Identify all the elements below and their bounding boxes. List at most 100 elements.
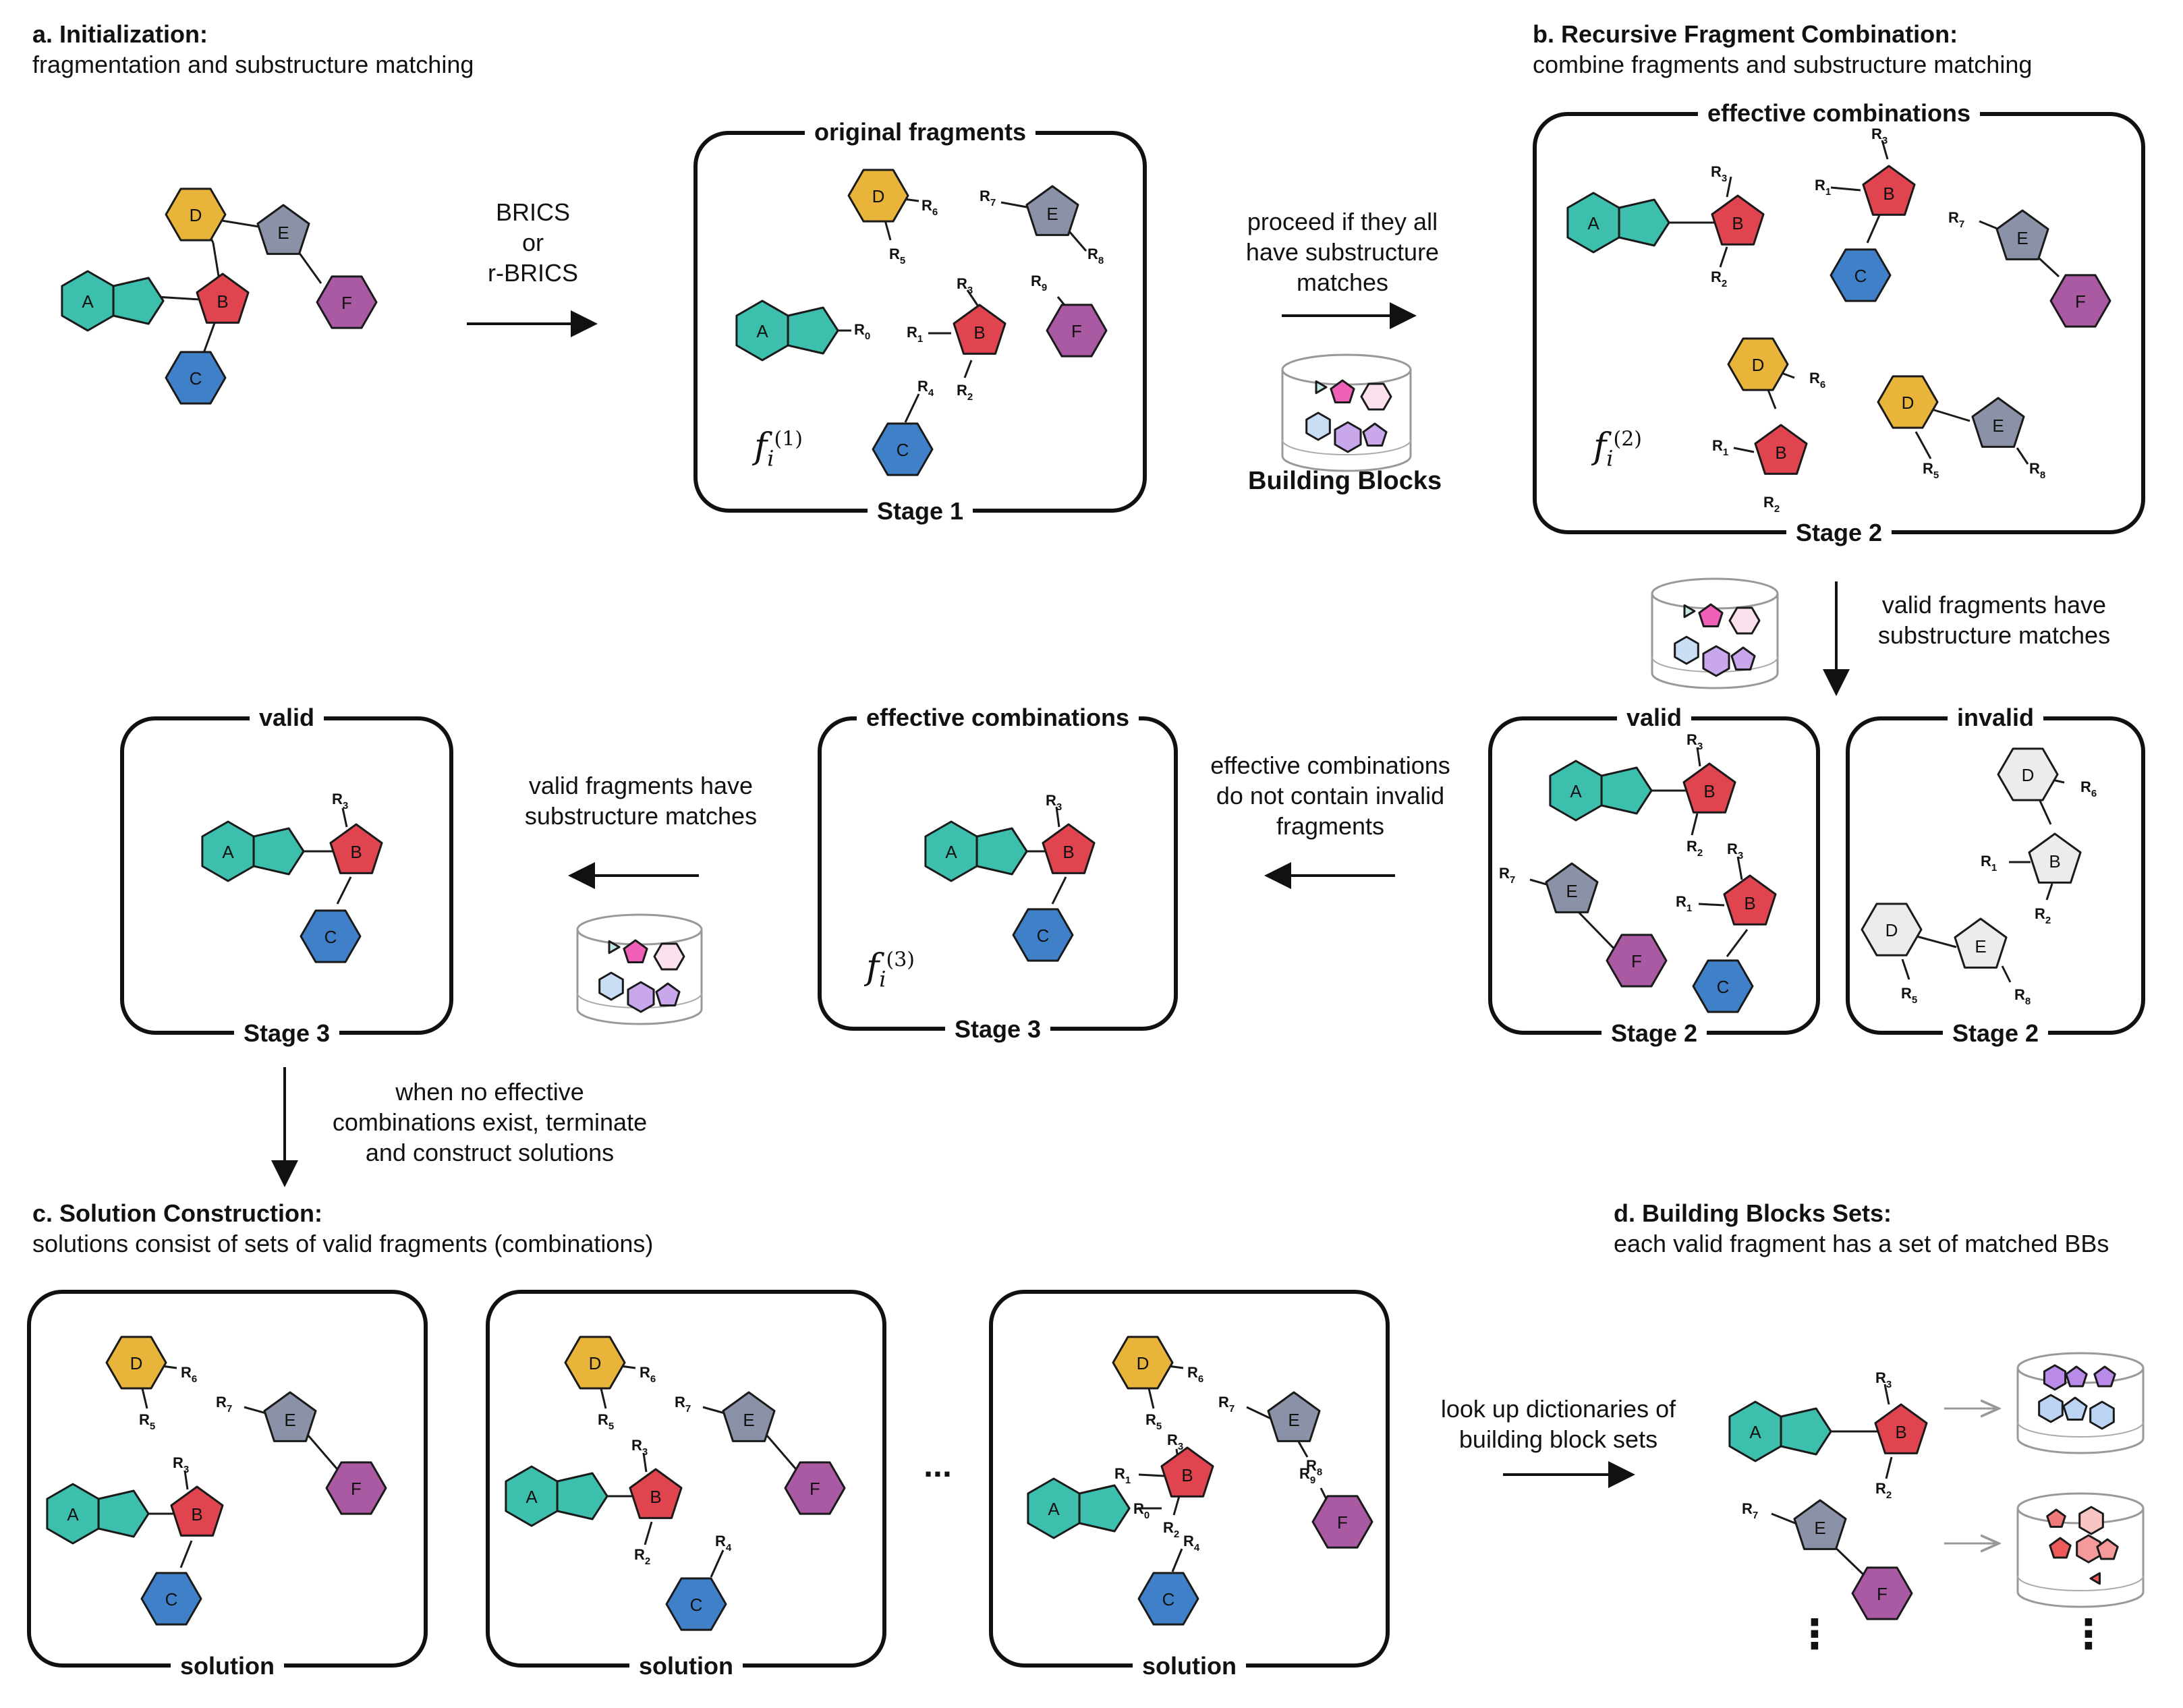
bond [642, 1452, 648, 1473]
ring-e-label: E [277, 223, 289, 243]
r-group-index: 2 [2045, 915, 2051, 926]
r-group-index: 8 [1098, 255, 1104, 266]
ring-e-invalid [1954, 917, 2008, 969]
bb-purple-pentagon-icon [2093, 1365, 2116, 1388]
r-group-index: 7 [227, 1403, 232, 1415]
ring-a-pentagon [787, 306, 839, 355]
bb-blue-hexagon-icon [2089, 1400, 2115, 1430]
r-group-label: R1 [1676, 893, 1692, 914]
ring-b [329, 823, 383, 874]
r-group-index: 3 [1056, 801, 1062, 813]
r-group-index: 1 [1686, 903, 1692, 914]
ring-b-label: B [1883, 183, 1894, 204]
ring-e-label: E [743, 1410, 754, 1430]
bond [1696, 747, 1701, 767]
r-group-label: R6 [181, 1364, 197, 1385]
r-group-index: 6 [932, 206, 938, 218]
ring-e [256, 204, 310, 255]
ring-d-invalid-label: D [2022, 765, 2035, 785]
frame-title: original fragments [804, 119, 1036, 146]
frame-effective-combinations-stage2: effective combinations Stage 2 fi(2) [1533, 100, 2145, 546]
section-c-heading: c. Solution Construction: solutions cons… [32, 1198, 653, 1259]
ring-a-pentagon [112, 277, 165, 325]
ring-c [872, 422, 934, 476]
r-group-index: 5 [1156, 1421, 1162, 1432]
ring-a-hexagon-label: A [82, 291, 94, 312]
r-group-label: R3 [1167, 1431, 1183, 1452]
bond [1726, 176, 1732, 198]
f-notation: fi(3) [866, 947, 915, 992]
cylinder-top [576, 913, 703, 946]
r-group-label: R2 [1711, 268, 1727, 289]
r-group-label: R0 [854, 321, 870, 342]
bb-triangle-icon [1315, 380, 1328, 395]
ring-f-label: F [1631, 951, 1642, 971]
bond [336, 876, 352, 905]
r-group-index: 3 [1886, 1379, 1892, 1390]
r-group-index: 1 [1723, 447, 1728, 458]
ring-f [316, 275, 378, 329]
ring-c-label: C [690, 1595, 703, 1615]
r-group-label: R7 [1499, 865, 1515, 886]
ring-d-invalid-label: D [1886, 920, 1898, 940]
ring-e [1995, 209, 2049, 260]
bb-set-database-icon [2016, 1492, 2145, 1608]
section-b-title: b. Recursive Fragment Combination: [1533, 20, 1958, 48]
r-group-index: 9 [1042, 282, 1047, 293]
r-group-label: R8 [2014, 986, 2031, 1007]
r-group-index: 3 [1697, 741, 1703, 752]
bb-triangle-icon [608, 940, 621, 955]
bond [710, 1549, 725, 1578]
r-group-index: 5 [1933, 469, 1939, 481]
cylinder-top [1651, 577, 1779, 610]
ring-e [1545, 862, 1599, 913]
r-group-label: R9 [1031, 273, 1047, 293]
ring-f [1311, 1495, 1373, 1549]
r-group-index: 2 [1886, 1489, 1892, 1501]
section-d-heading: d. Building Blocks Sets: each valid frag… [1614, 1198, 2109, 1259]
r-group-index: 6 [2091, 788, 2097, 799]
bond [179, 1540, 193, 1568]
bb-pentagon-icon [1330, 379, 1355, 404]
r-group-index: 3 [1738, 850, 1743, 861]
bb-red-pentagon-icon [2046, 1508, 2066, 1528]
bond [761, 1429, 797, 1470]
ring-f-label: F [1071, 321, 1082, 341]
ring-d-label: D [1752, 355, 1765, 375]
ring-f-label: F [351, 1479, 362, 1499]
frame-solution-2: solution [486, 1290, 886, 1680]
r-group-index: 8 [2040, 469, 2045, 481]
r-group-index: 6 [1820, 379, 1825, 391]
ring-e-label: E [1288, 1410, 1299, 1430]
ring-f [1606, 934, 1668, 988]
ring-b-label: B [1744, 893, 1755, 913]
ring-e-label: E [1046, 204, 1058, 224]
bond [1051, 876, 1067, 905]
r-group-index: 6 [1198, 1373, 1203, 1385]
r-group-label: R5 [598, 1411, 614, 1432]
cylinder-line [1282, 439, 1411, 455]
stage-label: Stage 2 [1942, 1020, 2049, 1047]
r-group-index: 6 [650, 1373, 656, 1385]
ring-b [1862, 165, 1916, 216]
ring-a-pentagon [975, 827, 1028, 876]
ring-c [1012, 908, 1074, 962]
stage-label: Stage 3 [944, 1016, 1051, 1043]
frame-title: invalid [1947, 704, 2044, 731]
r-group-label: R2 [1686, 838, 1703, 859]
fragments-vertical-ellipsis: ⋮ [1794, 1612, 1835, 1657]
r-group-index: 9 [1310, 1475, 1315, 1486]
frame-solution-1: solution [27, 1290, 428, 1680]
bond [2001, 965, 2012, 983]
r-group-index: 2 [1697, 847, 1703, 859]
r-group-label: R6 [1187, 1364, 1203, 1385]
ring-c-label: C [324, 927, 337, 947]
ring-d-label: D [190, 205, 202, 225]
ring-d [1727, 337, 1789, 391]
ring-a-hexagon-label: A [945, 842, 957, 862]
bond [1883, 1384, 1890, 1405]
